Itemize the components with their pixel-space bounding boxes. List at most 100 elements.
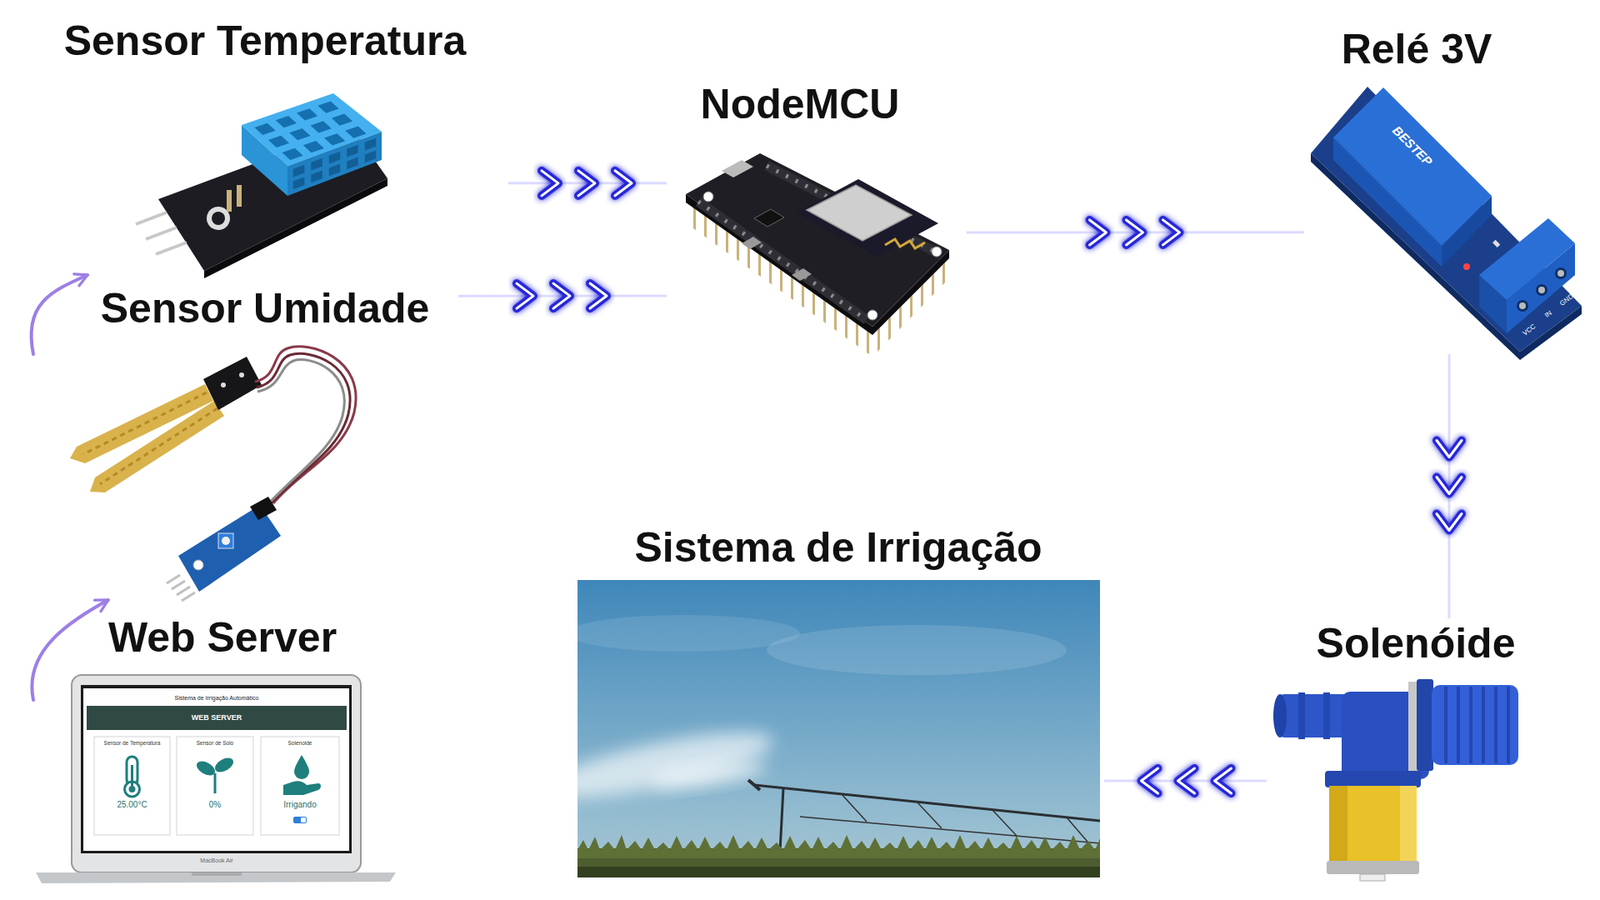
nodemcu-board-part xyxy=(795,179,939,257)
solenoid-valve-part xyxy=(1431,685,1519,765)
soil-moisture-sensor-part xyxy=(166,575,180,584)
chevron-core xyxy=(615,170,632,196)
laptop-web-server-part xyxy=(126,756,138,785)
dht11-sensor-part-part xyxy=(296,108,318,120)
soil-moisture-sensor-part xyxy=(239,372,245,378)
soil-moisture-sensor-part xyxy=(171,580,185,590)
chevron-arrow xyxy=(1436,354,1462,619)
nodemcu-board xyxy=(685,153,950,357)
dht11-sensor-part xyxy=(211,211,225,225)
dht11-sensor-part-part xyxy=(329,151,341,165)
chevron-glow xyxy=(1162,220,1180,245)
dht11-sensor-part xyxy=(236,185,242,207)
laptop-web-server-part xyxy=(294,755,310,780)
laptop-web-server-part xyxy=(71,675,361,873)
chevron-glow xyxy=(1436,513,1462,530)
chevron-glow xyxy=(1214,768,1231,794)
soil-moisture-sensor-part xyxy=(221,536,230,545)
laptop-web-server-part xyxy=(214,773,217,794)
screen-label: WEB SERVER xyxy=(133,713,300,722)
irrigation-photo-part xyxy=(916,801,942,829)
component-node: Sensor Temperatura xyxy=(33,15,509,275)
dht11-sensor-part xyxy=(155,242,187,255)
dht11-sensor-part xyxy=(206,206,230,230)
relay-module-part xyxy=(1463,263,1470,270)
chevron-core xyxy=(1125,220,1143,245)
solenoid-valve-part xyxy=(1325,770,1421,788)
laptop-web-server-part xyxy=(293,816,307,824)
component-title: Sensor Temperatura xyxy=(64,18,467,65)
solenoid-valve-part xyxy=(1326,860,1420,875)
soil-moisture-sensor-part xyxy=(178,505,281,592)
chevron-glow xyxy=(553,283,570,309)
solenoid-valve-part xyxy=(1360,874,1385,881)
laptop-web-server-part xyxy=(130,765,134,786)
chevron-core xyxy=(1436,513,1462,530)
component-node: Solenóide xyxy=(1266,618,1534,890)
solenoid-valve-part xyxy=(1298,692,1305,740)
soil-moisture-sensor-part xyxy=(176,586,190,595)
part-marking: GND xyxy=(1558,292,1575,308)
relay-module-part xyxy=(1535,284,1548,296)
soil-moisture-sensor-part xyxy=(100,408,218,485)
dht11-sensor-part-part xyxy=(310,158,323,171)
chevron-core xyxy=(1140,768,1158,794)
dht11-sensor-part xyxy=(241,93,382,167)
dht11-sensor-part-part xyxy=(293,176,305,190)
screen-label: Irrigando xyxy=(262,800,338,810)
component-title: Web Server xyxy=(108,615,337,661)
screen-label: 0% xyxy=(178,800,252,810)
dht11-sensor-part-part xyxy=(365,138,377,151)
dht11-sensor-part-part xyxy=(365,150,377,163)
part-marking: IN xyxy=(1543,309,1554,320)
soil-moisture-sensor-part xyxy=(220,382,226,388)
solenoid-valve-part xyxy=(1416,679,1434,771)
chevron-core xyxy=(1436,476,1462,494)
irrigation-photo-part xyxy=(754,785,1100,821)
nodemcu-board-part xyxy=(885,239,925,249)
laptop-web-server-part xyxy=(86,705,347,730)
nodemcu-board-part xyxy=(806,185,912,241)
nodemcu-board-part xyxy=(721,160,754,178)
chevron-core xyxy=(516,283,534,309)
nodemcu-board-part xyxy=(754,209,785,227)
irrigation-photo-part xyxy=(766,625,1067,675)
component-title: Solenóide xyxy=(1316,620,1516,667)
component-node: Web Server xyxy=(33,612,405,888)
solenoid-valve-part xyxy=(1323,692,1330,740)
chevron-core xyxy=(1162,220,1180,245)
laptop-web-server-part xyxy=(283,780,321,795)
laptop-web-server-part xyxy=(194,758,218,779)
chevron-core xyxy=(1436,440,1462,457)
soil-moisture-sensor-part xyxy=(90,400,225,493)
laptop-web-server-part xyxy=(129,785,136,793)
component-title: Sistema de Irrigação xyxy=(634,525,1042,571)
dht11-sensor-part-part xyxy=(310,120,332,133)
relay-module-part xyxy=(1492,240,1500,248)
relay-module-part xyxy=(1479,218,1575,300)
laptop-web-server-part xyxy=(83,688,350,851)
laptop-web-server-part xyxy=(35,872,396,884)
solenoid-valve xyxy=(1273,679,1519,881)
chevron-glow xyxy=(1140,768,1158,794)
chevron-core xyxy=(553,283,570,309)
nodemcu-board-part xyxy=(867,310,878,320)
screen-label: Solenoide xyxy=(262,740,338,746)
chevron-core xyxy=(578,170,595,196)
chevron-glow xyxy=(590,283,607,309)
screen-label: Sistema de Irrigação Automático xyxy=(91,695,342,702)
irrigation-photo-part xyxy=(841,794,867,822)
screen-label: 25.00°C xyxy=(95,800,170,810)
component-node: Sensor Umidade xyxy=(33,283,459,600)
chevron-arrow xyxy=(458,283,667,309)
solenoid-valve-part xyxy=(1506,686,1510,764)
chevron-core xyxy=(590,283,607,309)
relay-module-part xyxy=(1516,300,1529,312)
curved-arrow-line xyxy=(31,600,108,700)
relay-module-part xyxy=(1519,302,1526,310)
relay-module-part xyxy=(1538,286,1545,294)
chevron-core xyxy=(541,170,559,196)
chevron-arrow xyxy=(966,220,1305,245)
